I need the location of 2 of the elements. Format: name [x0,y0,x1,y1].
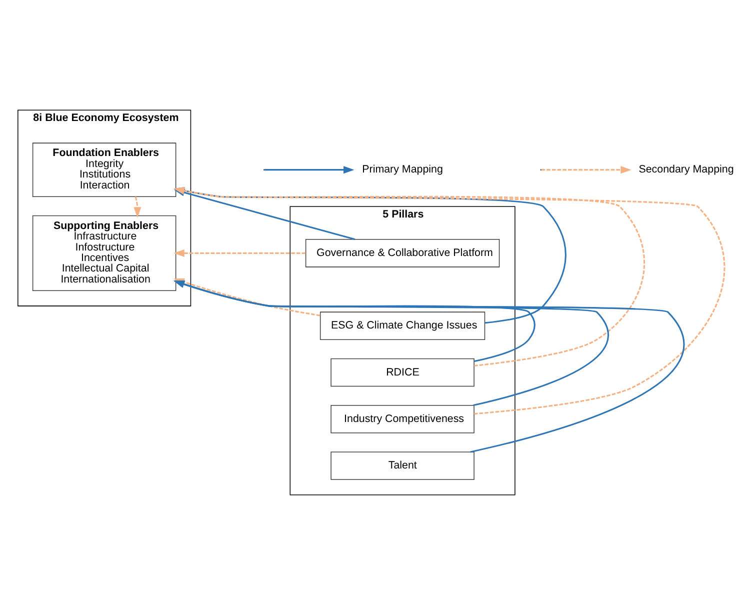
legend-label: Primary Mapping [362,163,443,176]
legend-label: Secondary Mapping [638,163,734,176]
